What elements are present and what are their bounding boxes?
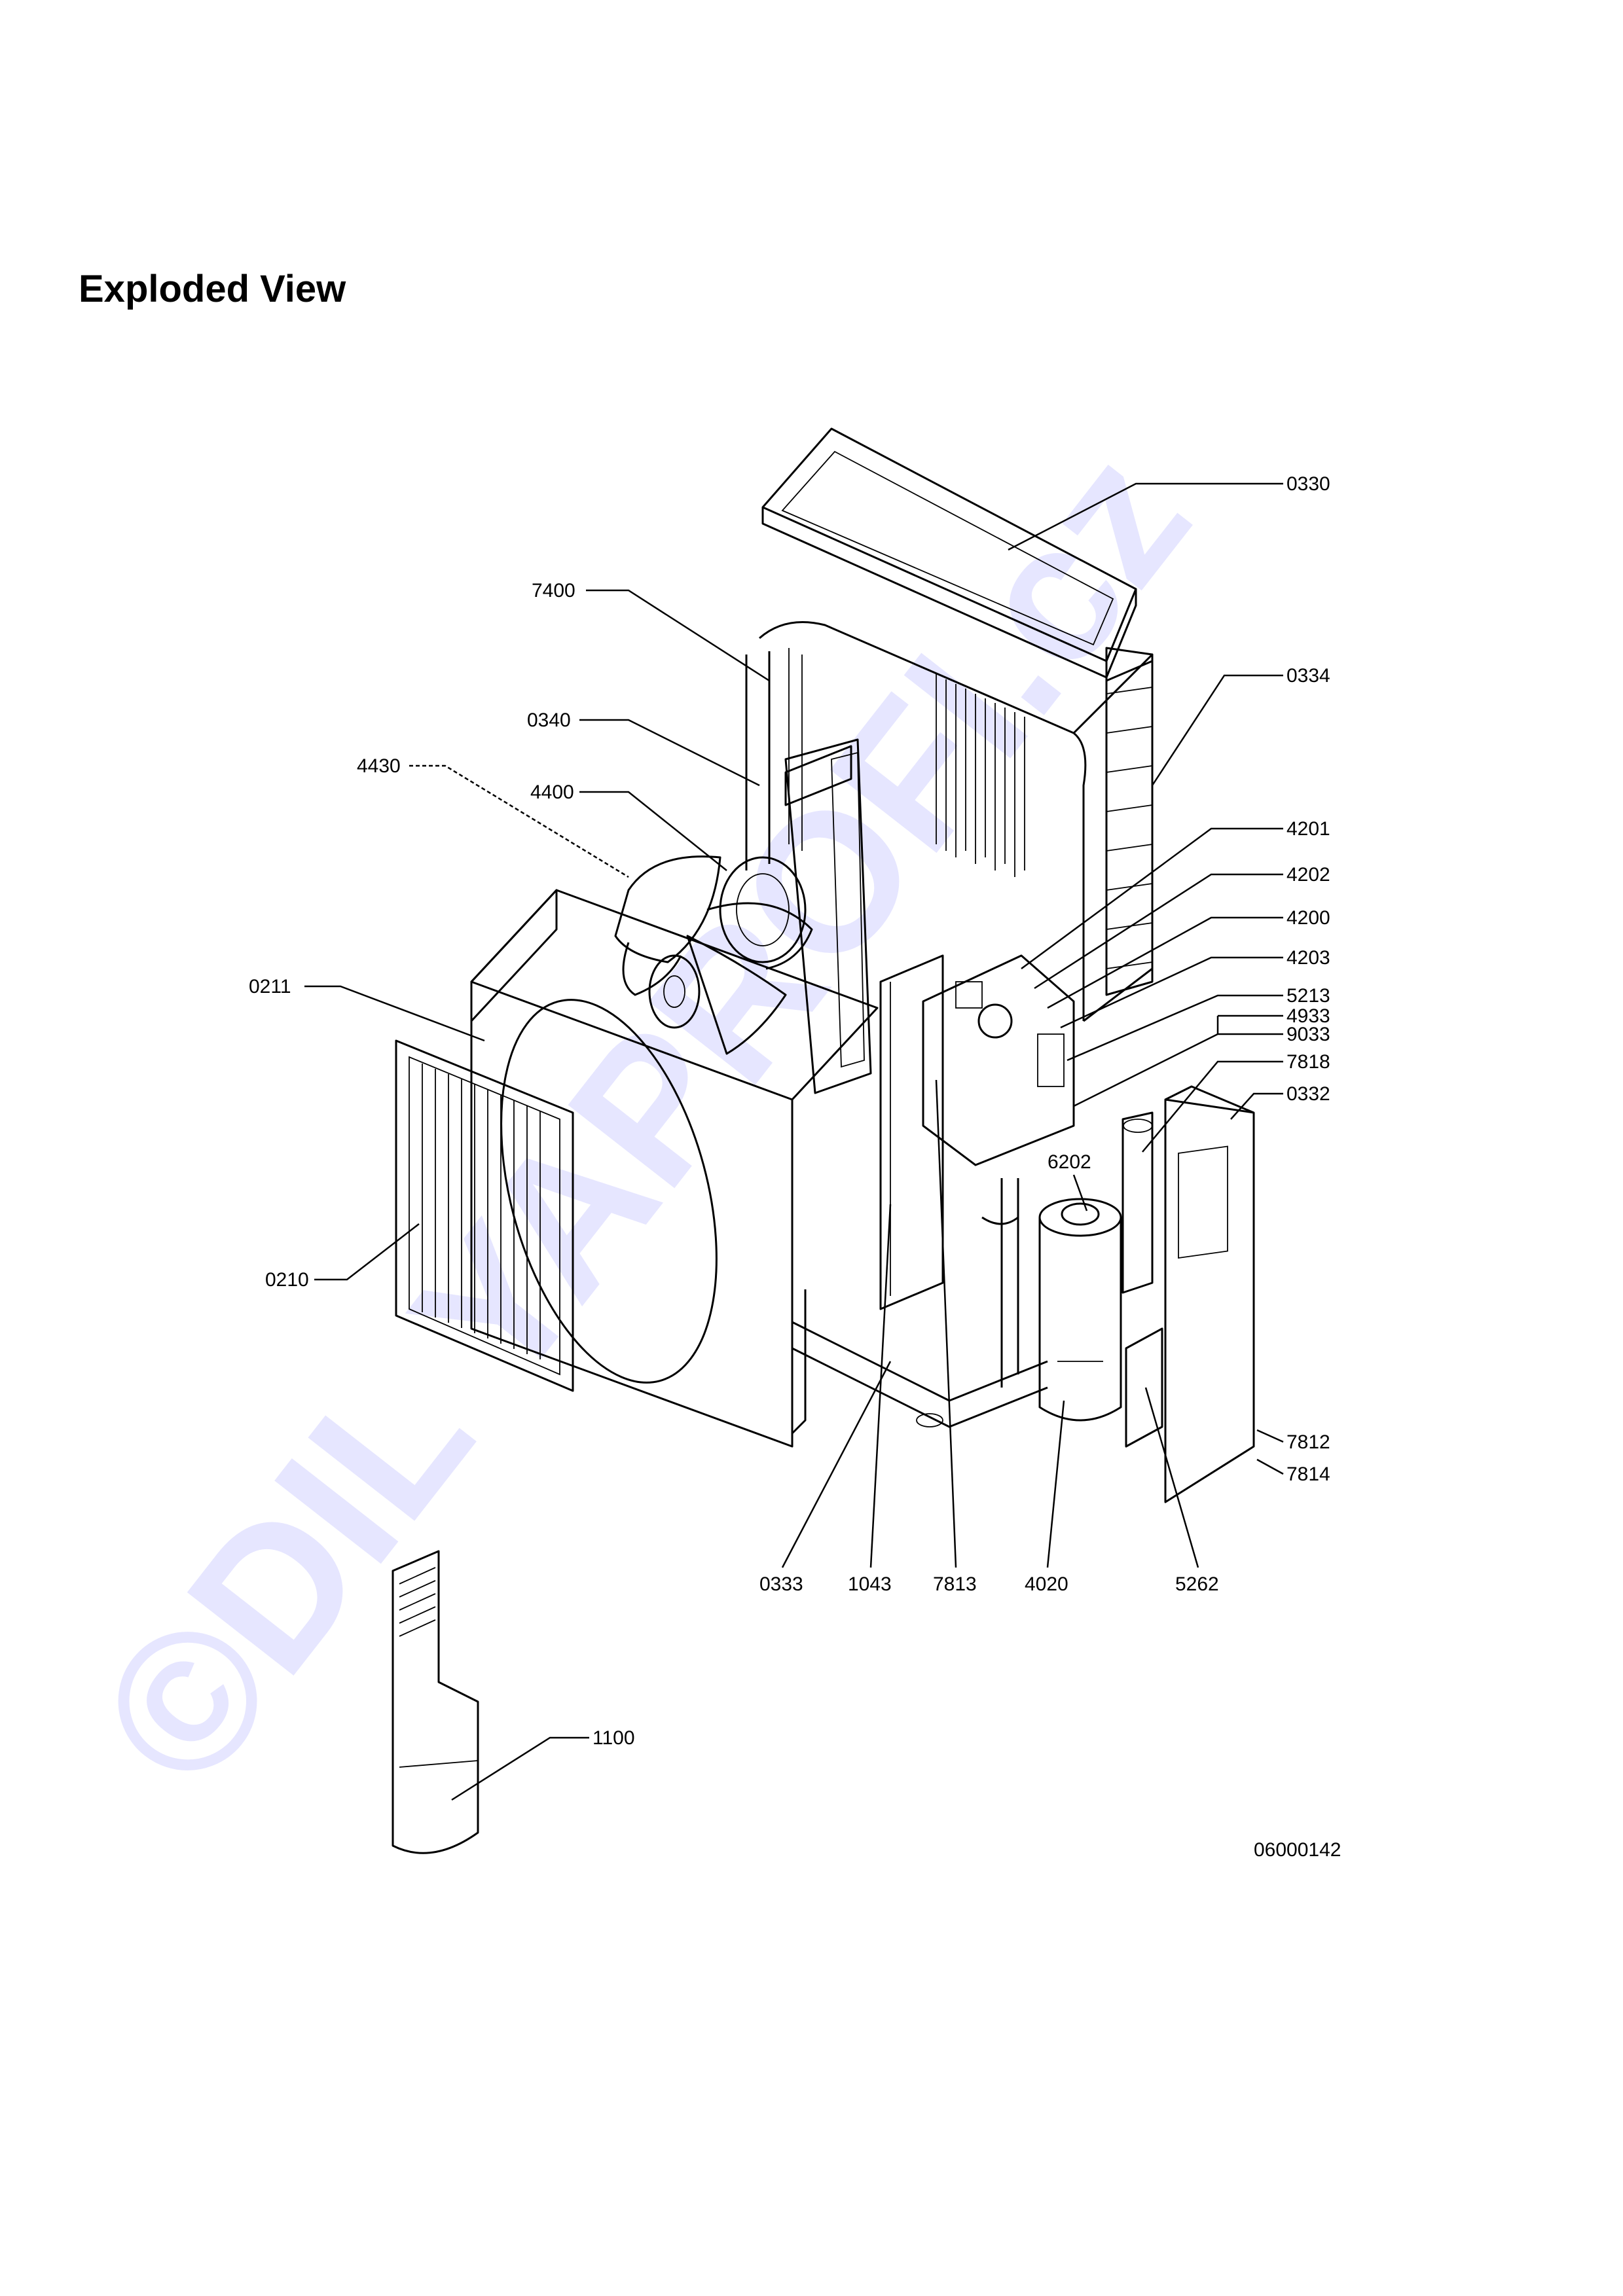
side-grille-drawing: [1105, 647, 1154, 996]
electric-box-drawing: [922, 954, 1075, 1166]
callout-4400: 4400: [530, 781, 574, 803]
callout-4933: 4933: [1286, 1005, 1330, 1027]
page-title: Exploded View: [79, 268, 346, 310]
callout-4201: 4201: [1286, 818, 1330, 840]
callout-4020: 4020: [1025, 1573, 1068, 1595]
terminal-cover-drawing: [1125, 1327, 1163, 1448]
callout-0211: 0211: [249, 976, 291, 997]
callout-5213: 5213: [1286, 985, 1330, 1007]
callout-6202: 6202: [1048, 1151, 1091, 1173]
callout-0334: 0334: [1286, 665, 1330, 687]
callout-9033: 9033: [1286, 1024, 1330, 1045]
base-pan-drawing: [792, 1321, 1048, 1428]
fan-drawing: [614, 855, 813, 1055]
heat-exchanger-drawing: [745, 621, 1154, 1022]
compressor-drawing: [981, 1178, 1122, 1422]
callout-5262: 5262: [1175, 1573, 1219, 1595]
watermark: ©DIL YAPROFI.cz: [56, 410, 1230, 1825]
fan-guard-drawing: [395, 1039, 574, 1392]
accumulator-drawing: [1122, 1111, 1154, 1294]
callout-0210: 0210: [265, 1269, 309, 1291]
partition-drawing: [879, 954, 944, 1310]
callout-0340: 0340: [527, 709, 571, 731]
callout-4430: 4430: [357, 755, 401, 777]
callout-7814: 7814: [1286, 1463, 1330, 1485]
handle-drawing: [392, 1550, 479, 1854]
callout-4203: 4203: [1286, 947, 1330, 969]
callout-4200: 4200: [1286, 907, 1330, 929]
callout-1043: 1043: [848, 1573, 892, 1595]
callout-4202: 4202: [1286, 864, 1330, 886]
callout-0332: 0332: [1286, 1083, 1330, 1105]
callout-7400: 7400: [532, 580, 575, 601]
callout-7812: 7812: [1286, 1431, 1330, 1453]
callout-7813: 7813: [933, 1573, 977, 1595]
callout-7818: 7818: [1286, 1051, 1330, 1073]
callout-0330: 0330: [1286, 473, 1330, 495]
side-panel-drawing: [1164, 1085, 1255, 1503]
drawing-number: 06000142: [1254, 1839, 1341, 1861]
callout-1100: 1100: [593, 1727, 635, 1749]
callout-0333: 0333: [759, 1573, 803, 1595]
leader-lines: [304, 482, 1284, 1801]
